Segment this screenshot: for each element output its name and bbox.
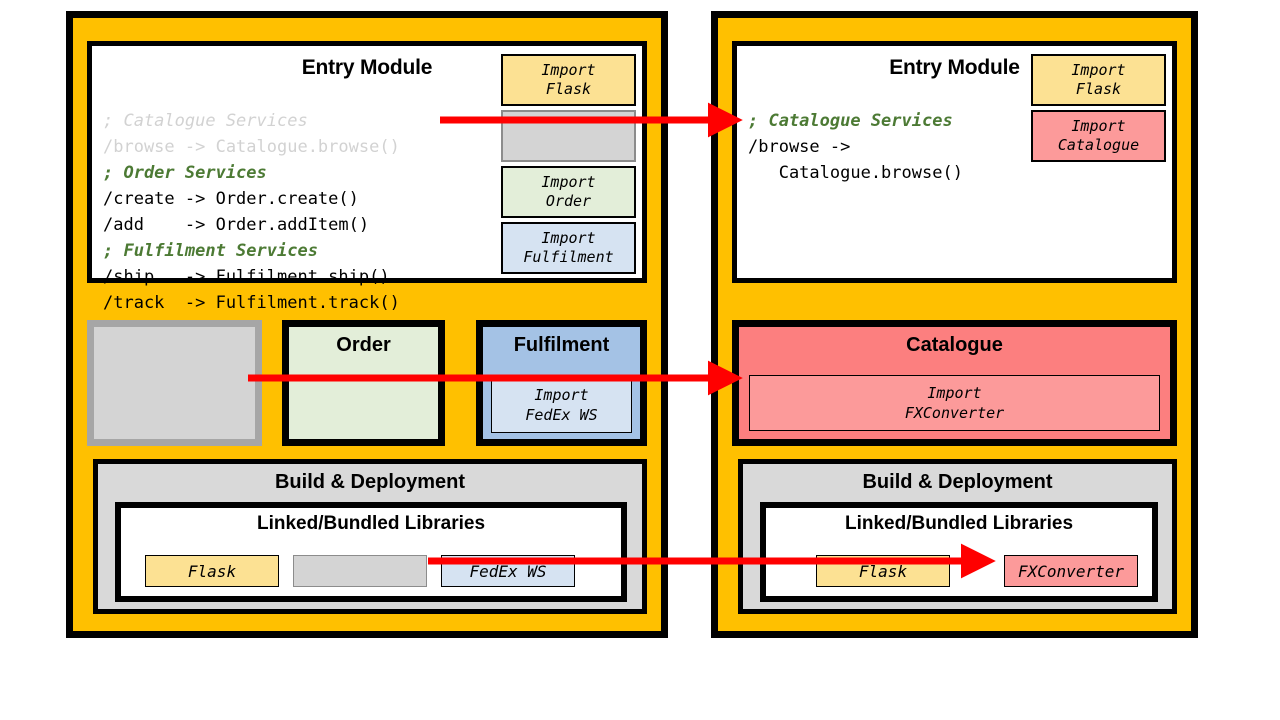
code-line: /browse -> xyxy=(748,137,851,157)
code-line: /ship -> Fulfilment.ship() xyxy=(103,267,390,287)
import-chip-flask: Import Flask xyxy=(1031,54,1166,106)
chip-line-1: Import xyxy=(1071,117,1126,135)
build-title: Build & Deployment xyxy=(862,471,1053,493)
chip-line-1: Import xyxy=(541,229,596,247)
chip-line-2: Catalogue xyxy=(1057,136,1140,154)
service-import-line-1: Import xyxy=(927,384,982,402)
microservice-panel: Entry Module ; Catalogue Services /brows… xyxy=(711,11,1198,638)
libraries-title: Linked/Bundled Libraries xyxy=(844,513,1074,534)
chip-line-1: Import xyxy=(541,61,596,79)
import-chip-fulfilment: Import Fulfilment xyxy=(501,222,636,274)
monolith-panel: Entry Module ; Catalogue Services /brows… xyxy=(66,11,668,638)
left-linked-libraries: Linked/Bundled Libraries Flask FedEx WS xyxy=(115,502,627,602)
right-entry-module-title: Entry Module xyxy=(889,56,1020,79)
code-line: Catalogue.browse() xyxy=(748,163,963,183)
service-title xyxy=(94,327,255,334)
right-entry-module: Entry Module ; Catalogue Services /brows… xyxy=(732,41,1177,283)
import-chip-catalogue-removed xyxy=(501,110,636,162)
service-import-line-2: FXConverter xyxy=(904,404,1005,422)
service-title: Catalogue xyxy=(906,334,1003,356)
left-entry-module: Entry Module ; Catalogue Services /brows… xyxy=(87,41,647,313)
service-box-order: Order xyxy=(282,320,445,446)
code-line: ; Catalogue Services xyxy=(103,111,308,131)
left-entry-module-imports: Import Flask Import Order Import Fulfilm… xyxy=(501,54,636,274)
library-chip-row: Flask FedEx WS xyxy=(145,555,575,587)
service-title: Order xyxy=(336,334,391,356)
libraries-title: Linked/Bundled Libraries xyxy=(256,513,486,534)
service-box-catalogue: Catalogue Import FXConverter xyxy=(732,320,1177,446)
chip-line-2: Flask xyxy=(1075,80,1122,98)
service-import-line-1: Import xyxy=(534,386,589,404)
service-box-fulfilment: Fulfilment Import FedEx WS xyxy=(476,320,647,446)
service-import-fedex: Import FedEx WS xyxy=(491,377,632,433)
code-line: /add -> Order.addItem() xyxy=(103,215,370,235)
library-chip-fxconverter: FXConverter xyxy=(1004,555,1138,587)
import-chip-flask: Import Flask xyxy=(501,54,636,106)
service-title: Fulfilment xyxy=(513,334,610,356)
right-linked-libraries: Linked/Bundled Libraries Flask FXConvert… xyxy=(760,502,1158,602)
left-entry-module-title: Entry Module xyxy=(301,56,433,79)
code-line: /track -> Fulfilment.track() xyxy=(103,293,400,313)
chip-line-2: Order xyxy=(545,192,592,210)
code-line: /create -> Order.create() xyxy=(103,189,359,209)
library-chip-catalogue-removed xyxy=(293,555,427,587)
chip-line-2: Fulfilment xyxy=(523,248,614,266)
left-build-deployment: Build & Deployment Linked/Bundled Librar… xyxy=(93,459,647,614)
code-line: ; Fulfilment Services xyxy=(103,241,318,261)
code-line: ; Catalogue Services xyxy=(748,111,953,131)
chip-line-1: Import xyxy=(541,173,596,191)
right-entry-module-code: ; Catalogue Services /browse -> Catalogu… xyxy=(737,82,1172,212)
library-chip-row: Flask FXConverter xyxy=(816,555,1138,587)
service-import-line-2: FedEx WS xyxy=(525,406,598,424)
library-chip-flask: Flask xyxy=(145,555,279,587)
code-line: /browse -> Catalogue.browse() xyxy=(103,137,400,157)
chip-line-2: Flask xyxy=(545,80,592,98)
import-chip-catalogue: Import Catalogue xyxy=(1031,110,1166,162)
library-chip-flask: Flask xyxy=(816,555,950,587)
left-entry-module-code: ; Catalogue Services /browse -> Catalogu… xyxy=(92,82,642,342)
build-title: Build & Deployment xyxy=(274,471,465,493)
service-import-fxconverter: Import FXConverter xyxy=(749,375,1160,431)
service-box-catalogue-removed xyxy=(87,320,262,446)
chip-line-1: Import xyxy=(1071,61,1126,79)
library-chip-fedex-ws: FedEx WS xyxy=(441,555,575,587)
right-build-deployment: Build & Deployment Linked/Bundled Librar… xyxy=(738,459,1177,614)
right-entry-module-imports: Import Flask Import Catalogue xyxy=(1031,54,1166,162)
import-chip-order: Import Order xyxy=(501,166,636,218)
code-line: ; Order Services xyxy=(103,163,267,183)
